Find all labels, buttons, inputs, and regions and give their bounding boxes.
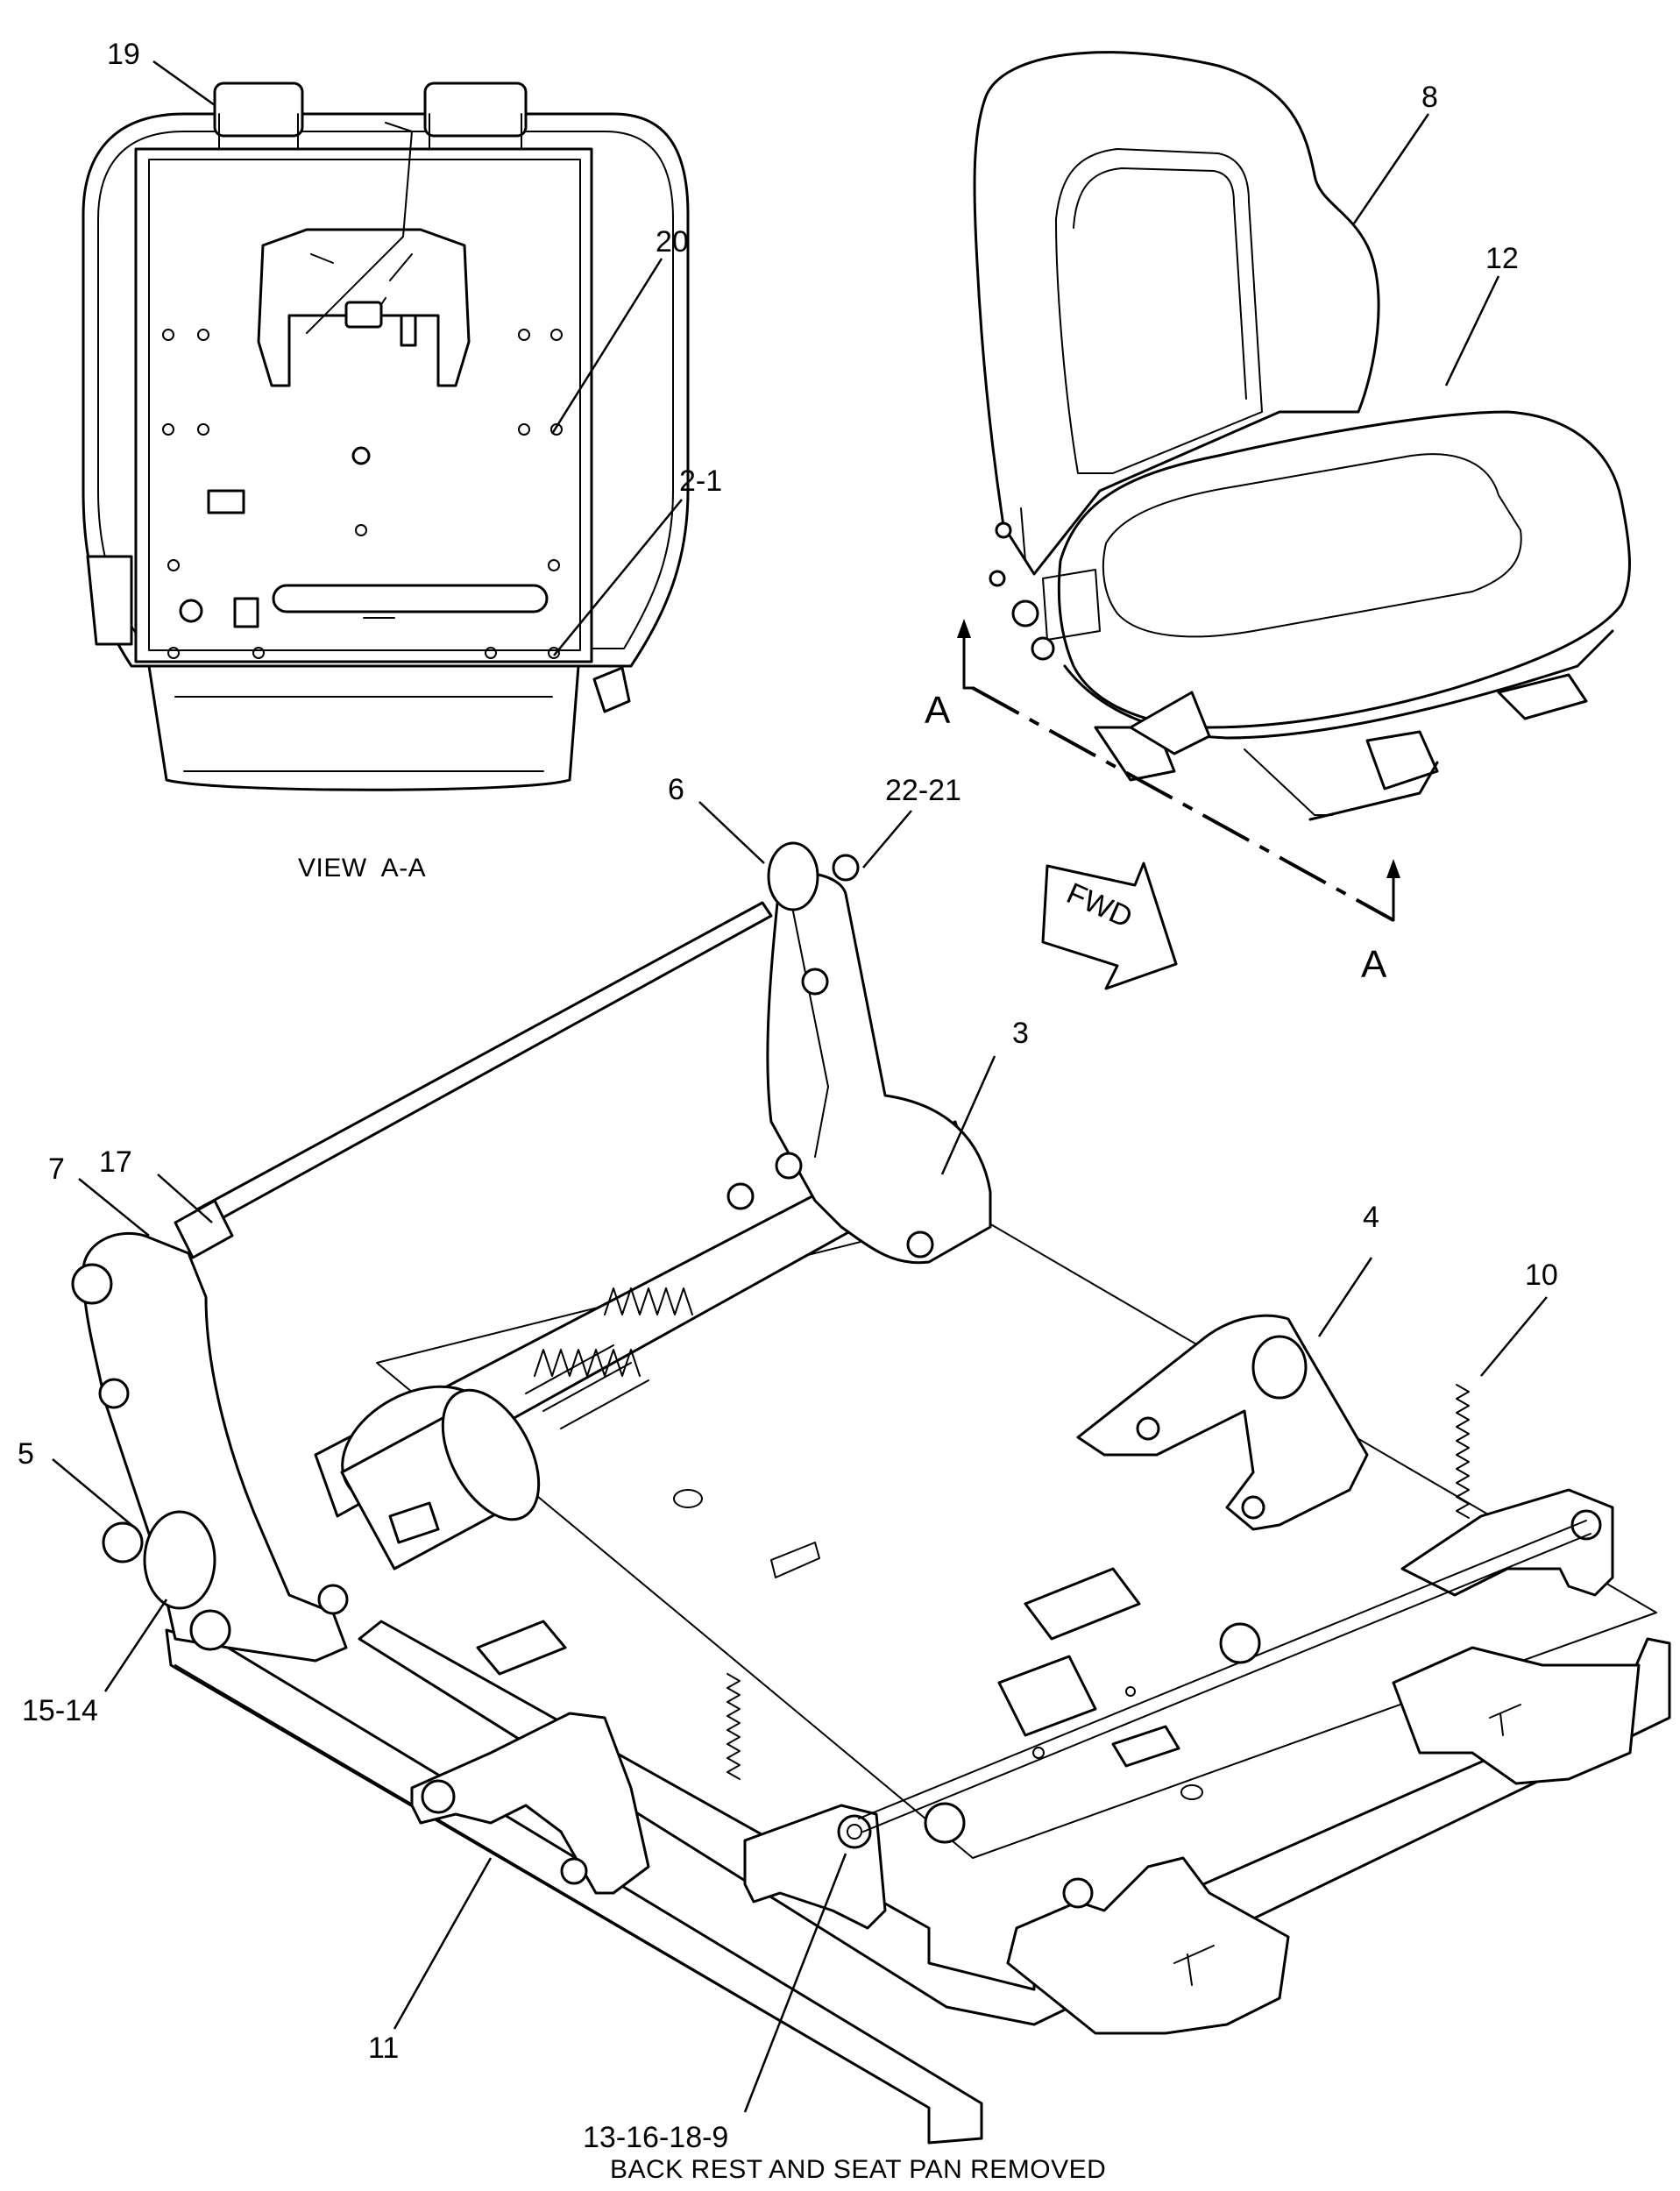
callout-10: 10 xyxy=(1525,1259,1558,1292)
fwd-arrow xyxy=(1041,862,1178,990)
extension-springs xyxy=(727,1384,1470,1780)
base-plate-details xyxy=(388,1489,1261,1844)
plate-bolts xyxy=(162,329,563,659)
callout-12: 12 xyxy=(1485,242,1519,275)
coil-springs xyxy=(534,1287,693,1377)
section-letter-left: A xyxy=(925,689,951,732)
callout-8: 8 xyxy=(1421,81,1438,114)
view-a-a-label: VIEW A-A xyxy=(298,854,426,883)
callout-22-21: 22-21 xyxy=(885,774,961,807)
leader-lines xyxy=(52,60,1548,2113)
figure-caption: BACK REST AND SEAT PAN REMOVED xyxy=(610,2155,1106,2184)
callout-6: 6 xyxy=(668,773,684,806)
callout-3: 3 xyxy=(1012,1017,1029,1050)
section-letter-right: A xyxy=(1361,943,1387,986)
callout-15-14: 15-14 xyxy=(22,1694,98,1727)
callout-4: 4 xyxy=(1363,1201,1379,1234)
callout-2-1: 2-1 xyxy=(679,464,722,498)
callout-5: 5 xyxy=(18,1437,34,1471)
callout-11: 11 xyxy=(368,2031,399,2065)
callout-20: 20 xyxy=(656,225,689,259)
callout-labels: 19 20 2-1 8 12 6 22-21 3 17 7 4 10 5 15-… xyxy=(18,38,1558,2154)
callout-13-16-18-9: 13-16-18-9 xyxy=(583,2121,728,2154)
view-a-a-drawing xyxy=(82,82,690,791)
callout-17: 17 xyxy=(99,1145,132,1179)
seat-assembly-drawing xyxy=(973,51,1631,821)
callout-7: 7 xyxy=(48,1152,65,1186)
section-line-a-a xyxy=(957,619,1400,922)
seat-frame-assembly xyxy=(71,841,1671,2145)
callout-19: 19 xyxy=(107,38,140,71)
